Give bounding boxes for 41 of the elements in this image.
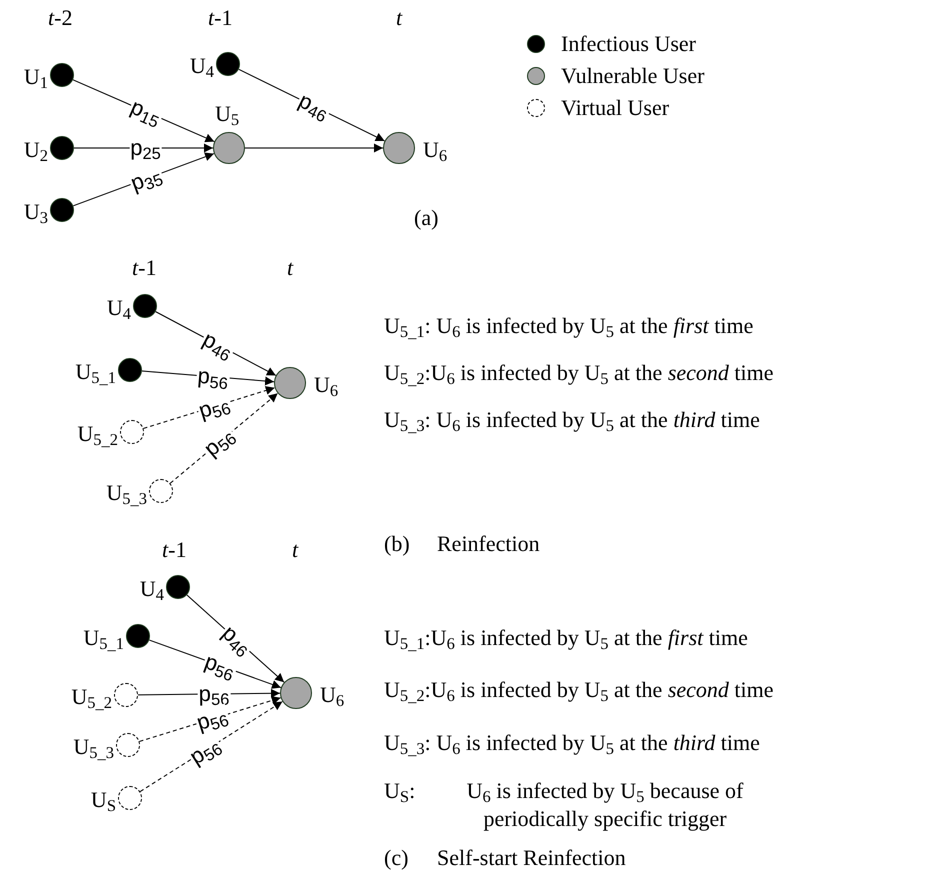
text-label: U$_{S}$: bbox=[384, 777, 416, 804]
text-label: U$_{5_1}$: U$_{6}$ is infected by U$_{5}$ at the first time bbox=[384, 312, 754, 340]
text-label: t-2 bbox=[48, 4, 72, 32]
text-label: U$_{5_1}$:U$_{6}$ is infected by U$_{5}$ at the first time bbox=[384, 624, 748, 652]
text-label: (c) bbox=[384, 844, 408, 872]
node-label: U$_{5_1}$ bbox=[75, 361, 116, 383]
text-label: (a) bbox=[414, 204, 438, 232]
text-label: (b) bbox=[384, 530, 410, 558]
node-label: U$_{5_2}$ bbox=[77, 423, 118, 445]
text-label: U$_{5_2}$:U$_{6}$ is infected by U$_{5}$ at the second time bbox=[384, 359, 774, 386]
legend-label: Vulnerable User bbox=[561, 62, 704, 90]
text-label: t bbox=[292, 536, 298, 564]
text-label: t-1 bbox=[162, 536, 186, 564]
legend-label: Infectious User bbox=[561, 30, 696, 58]
node-label: U$_{5}$ bbox=[215, 103, 240, 125]
node-label: U$_{S}$ bbox=[90, 789, 116, 811]
text-label: t bbox=[287, 254, 294, 282]
arrow bbox=[244, 144, 384, 152]
node-label: U$_{5_2}$ bbox=[71, 686, 112, 708]
node-label: U$_{6}$ bbox=[423, 139, 448, 161]
node-label: U$_{4}$ bbox=[140, 578, 164, 600]
node-label: U$_{6}$ bbox=[320, 684, 344, 706]
text-label: U$_{5_2}$:U$_{6}$ is infected by U$_{5}$ at the second time bbox=[384, 676, 774, 704]
node-label: U$_{4}$ bbox=[190, 55, 214, 77]
text-label: U$_{5_3}$: U$_{6}$ is infected by U$_{5}$ at the third time bbox=[384, 729, 760, 756]
node-label: U$_{5_3}$ bbox=[73, 736, 114, 758]
text-label: t bbox=[396, 4, 402, 32]
node-label: U$_{6}$ bbox=[314, 374, 338, 396]
text-label: t-1 bbox=[208, 4, 232, 32]
text-label: Self-start Reinfection bbox=[437, 844, 626, 872]
text-label: t-1 bbox=[132, 254, 156, 282]
text-label: Reinfection bbox=[437, 530, 540, 558]
node-label: U$_{5_3}$ bbox=[106, 482, 147, 504]
node-label: U$_{2}$ bbox=[24, 139, 48, 161]
text-label: U$_{6}$ is infected by U$_{5}$ because of periodically specific trigger bbox=[466, 777, 744, 832]
text-label: U$_{5_3}$: U$_{6}$ is infected by U$_{5}$ at the third time bbox=[384, 406, 760, 434]
node-label: U$_{1}$ bbox=[24, 66, 48, 88]
node-label: U$_{5_1}$ bbox=[83, 627, 124, 649]
node-label: U$_{3}$ bbox=[24, 201, 48, 223]
node-label: U$_{4}$ bbox=[106, 297, 131, 319]
legend-label: Virtual User bbox=[561, 94, 670, 122]
